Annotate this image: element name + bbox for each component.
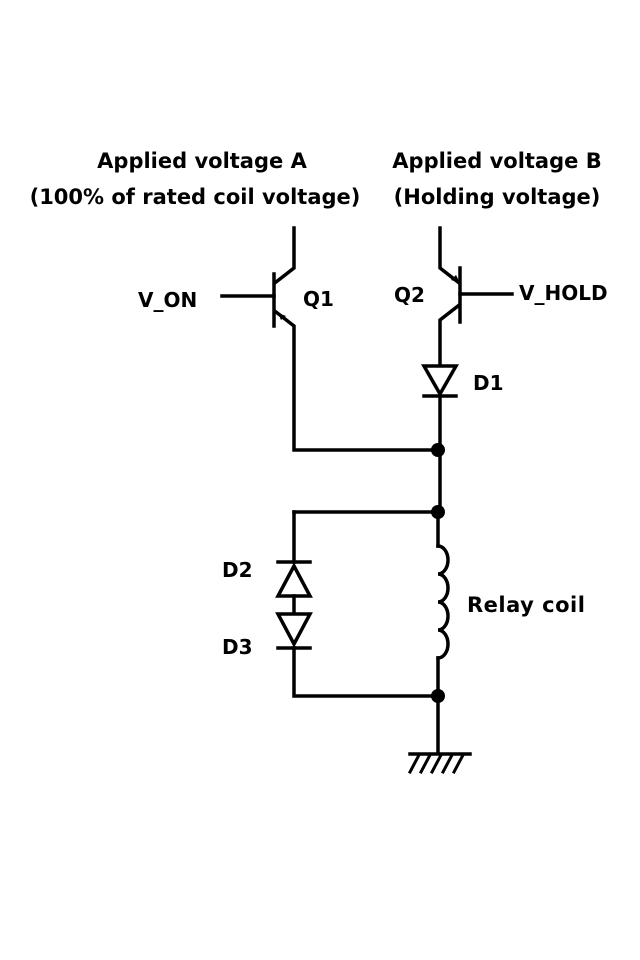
v-on-label: V_ON [138, 288, 197, 312]
q1-label: Q1 [303, 287, 334, 311]
voltage-a-subtitle: (100% of rated coil voltage) [30, 185, 361, 209]
voltage-b-subtitle: (Holding voltage) [394, 185, 601, 209]
q2-bottom-wire [438, 303, 461, 368]
coil-winding-icon [436, 544, 450, 660]
d1-triangle-icon [420, 364, 460, 398]
relay-coil [436, 510, 450, 754]
q1-collector-wire [273, 226, 296, 285]
voltage-b-title: Applied voltage B [392, 149, 601, 173]
d1-diode [420, 364, 460, 514]
d3-diode [275, 612, 313, 650]
voltage-a-title: Applied voltage A [97, 149, 307, 173]
d3-label: D3 [222, 635, 253, 659]
ground-hatch [407, 752, 466, 775]
q2-transistor [438, 226, 514, 368]
q1-transistor [220, 226, 440, 452]
v-hold-label: V_HOLD [519, 281, 608, 305]
branch-bottom-wire [292, 646, 440, 698]
q2-top-wire [438, 226, 461, 285]
d2-label: D2 [222, 558, 253, 582]
q2-label: Q2 [394, 283, 425, 307]
d1-label: D1 [473, 371, 504, 395]
d2-diode [275, 560, 313, 598]
d2-triangle-icon [275, 562, 313, 598]
d3-triangle-icon [275, 612, 313, 648]
junction-dot-1 [431, 443, 445, 457]
ground-icon [407, 752, 472, 775]
q1-emitter-arrow-icon [278, 313, 286, 320]
q2-arrow-icon [451, 275, 460, 283]
relay-coil-label: Relay coil [467, 593, 585, 617]
q1-emitter-wire [273, 309, 440, 452]
